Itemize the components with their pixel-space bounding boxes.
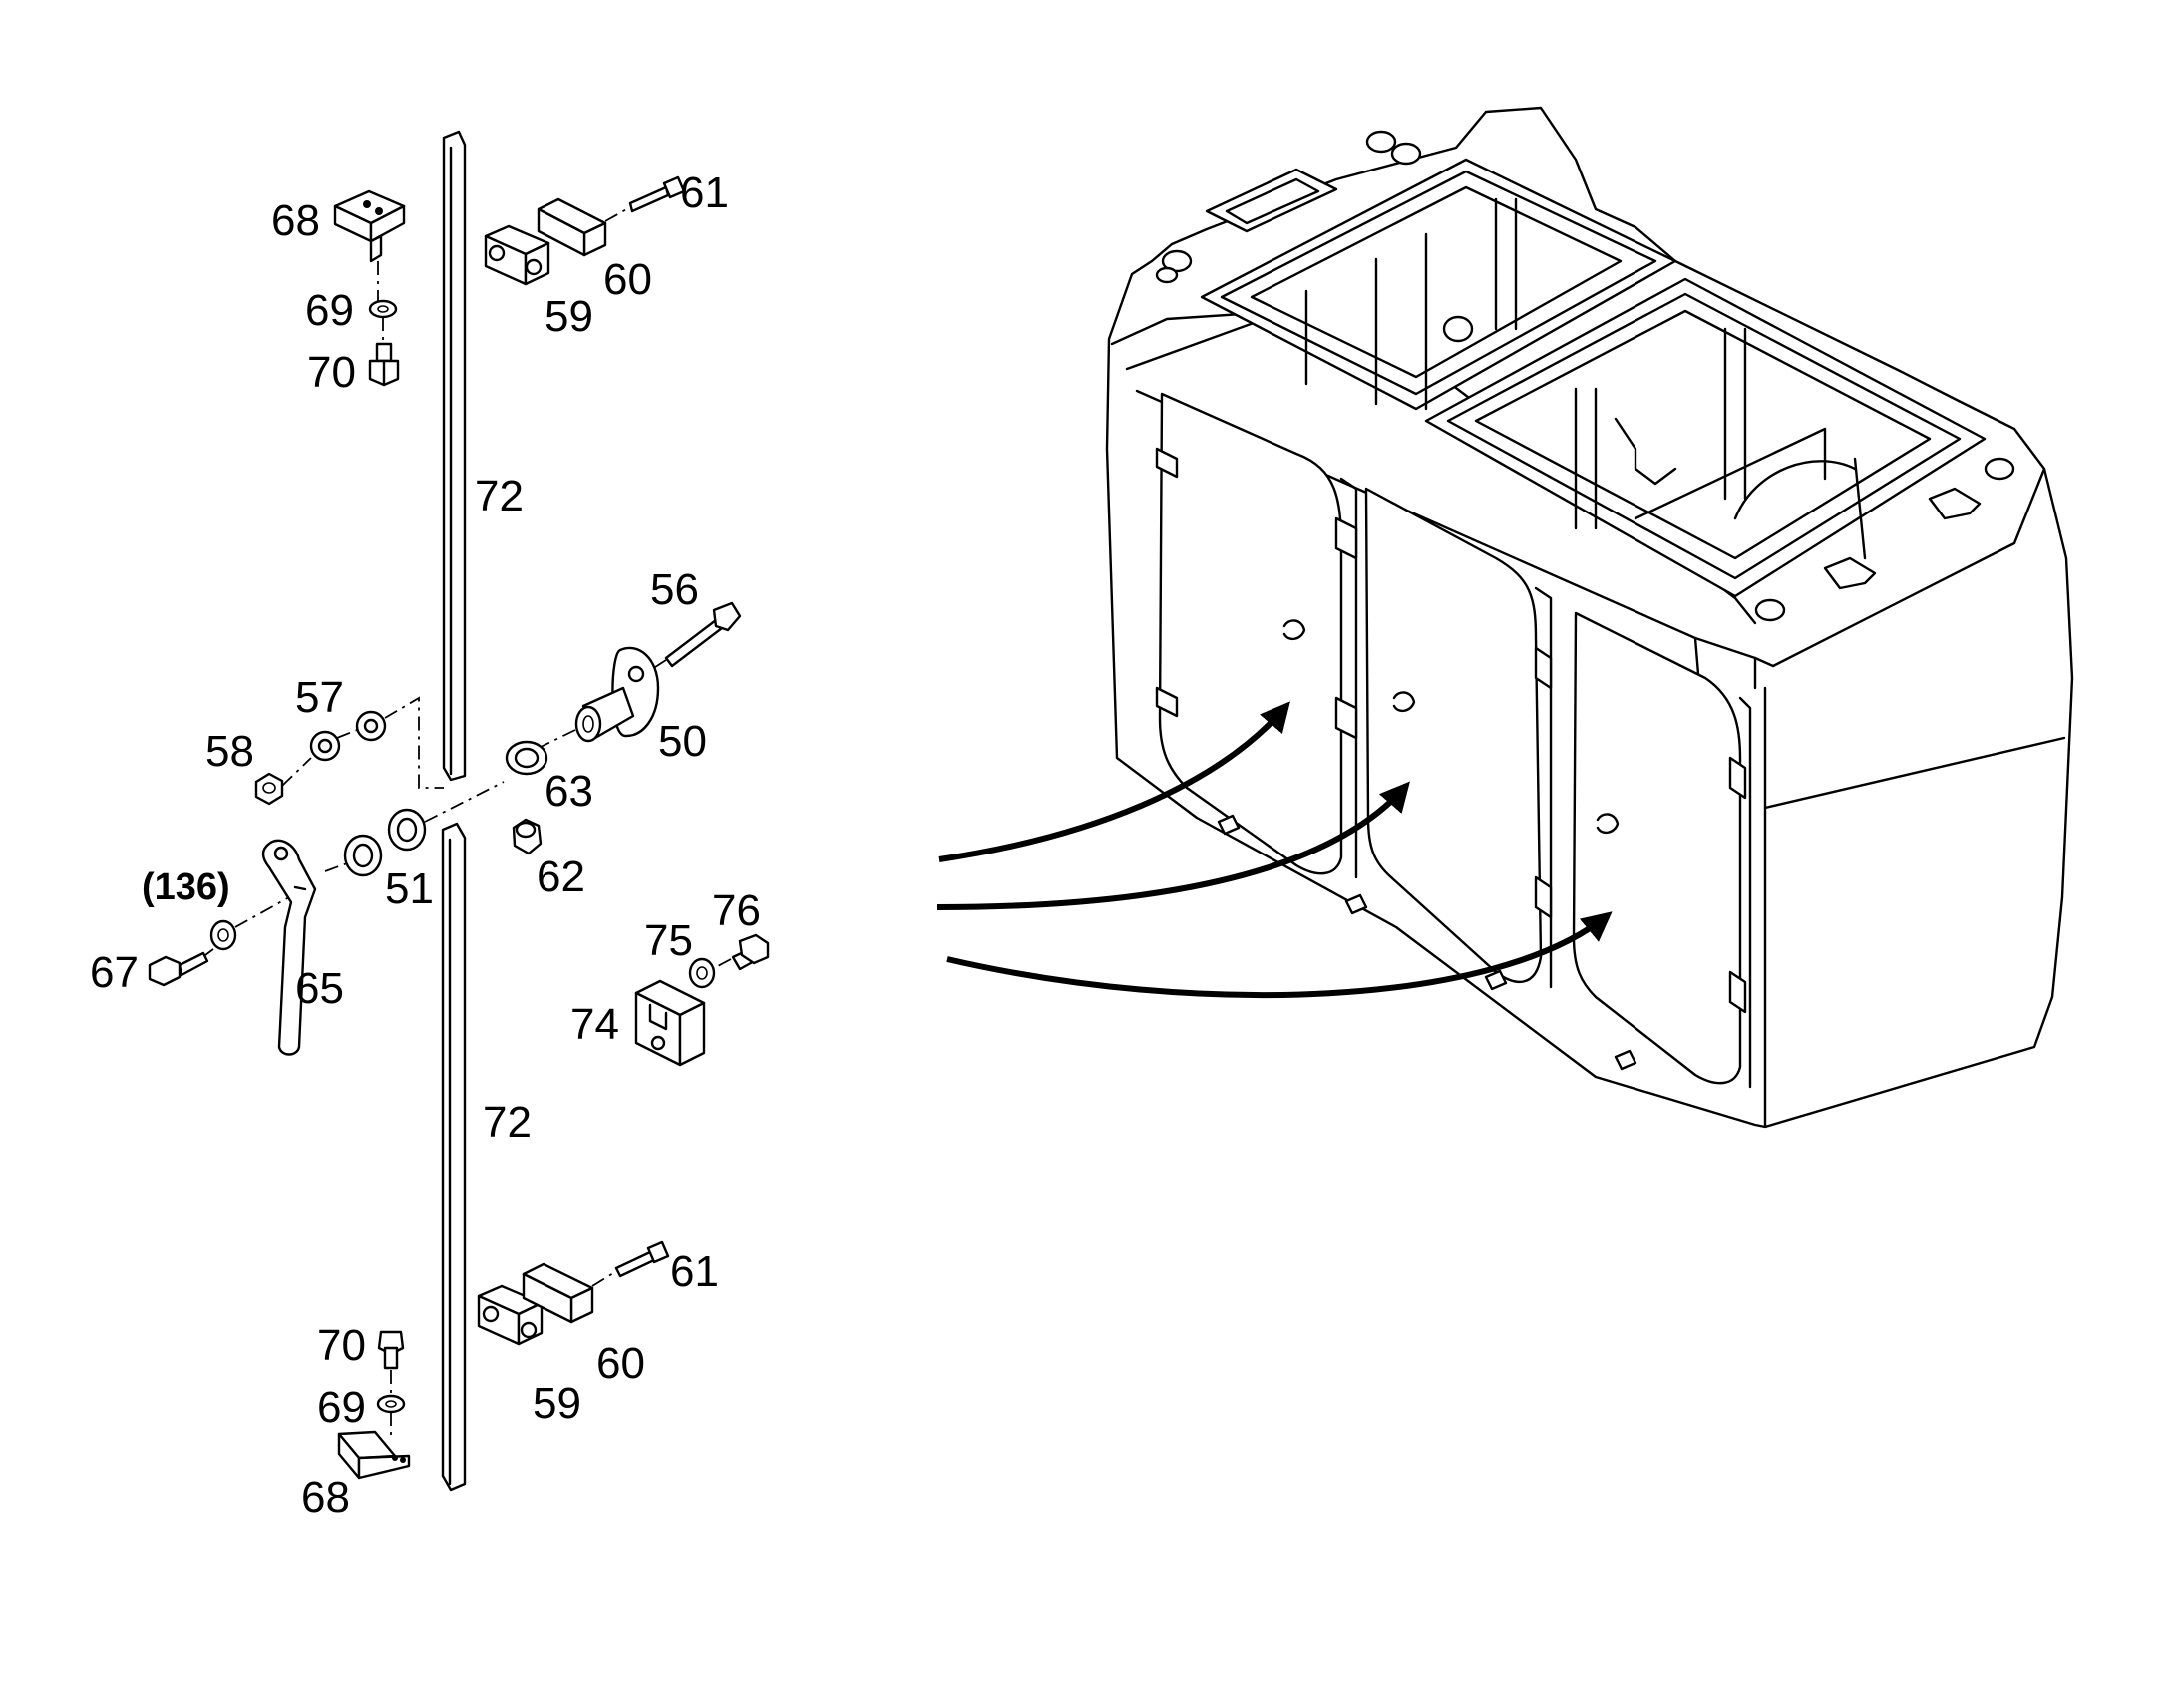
ring-63 [505,740,548,776]
washer-75 [688,957,716,989]
rod-72-lower [441,822,467,1492]
label-72-bottom: 72 [483,1098,532,1147]
label-68-bottom: 68 [301,1473,350,1522]
plate-60-bottom [522,1262,594,1324]
label-72-top: 72 [475,472,524,520]
bolt-70-top [368,342,400,387]
screw-67 [148,951,209,987]
plate-60-top [537,197,607,257]
bolt-61-bottom [614,1240,670,1278]
label-63: 63 [545,767,593,816]
label-62: 62 [537,853,585,901]
washer-136 [209,919,237,951]
label-136: (136) [142,866,230,908]
bushing-51 [343,808,427,877]
label-61-bottom: 61 [670,1247,719,1296]
label-59-top: 59 [545,292,593,341]
washer-57 [355,710,387,742]
label-60-bottom: 60 [596,1339,645,1388]
bolt-76 [731,933,770,971]
nut-58 [254,772,284,806]
pin-50 [574,646,660,743]
pointer-arrows [936,701,1613,999]
washer-69-top [368,299,398,319]
label-70-top: 70 [307,348,356,397]
bolt-56 [664,601,742,668]
label-60-top: 60 [603,255,652,304]
label-74: 74 [570,1000,619,1049]
label-56: 56 [650,565,699,614]
label-69-bottom: 69 [317,1383,366,1432]
label-61-top: 61 [680,169,729,217]
block-59-top [484,224,550,286]
label-50: 50 [658,717,707,766]
plate-74 [634,979,706,1067]
bracket-68-top [333,189,406,263]
label-65: 65 [295,964,344,1013]
label-59-bottom: 59 [533,1379,581,1428]
rod-72-upper [442,130,467,782]
label-69-top: 69 [305,286,354,335]
washer-58-pair [309,730,341,762]
label-68-top: 68 [271,196,320,245]
nut-62 [512,818,543,855]
label-70-bottom: 70 [317,1321,366,1370]
lever-65 [261,839,317,1056]
bolt-70-bottom [377,1330,405,1370]
label-75: 75 [644,916,693,965]
bracket-68-bottom [337,1430,411,1480]
label-67: 67 [90,948,139,997]
bolt-61-top [628,175,686,213]
label-58: 58 [205,727,254,776]
label-57: 57 [295,673,344,722]
washer-69-bottom [376,1394,406,1414]
label-51: 51 [385,864,434,913]
label-76: 76 [712,886,761,935]
cabinet-housing [1105,106,2074,1129]
